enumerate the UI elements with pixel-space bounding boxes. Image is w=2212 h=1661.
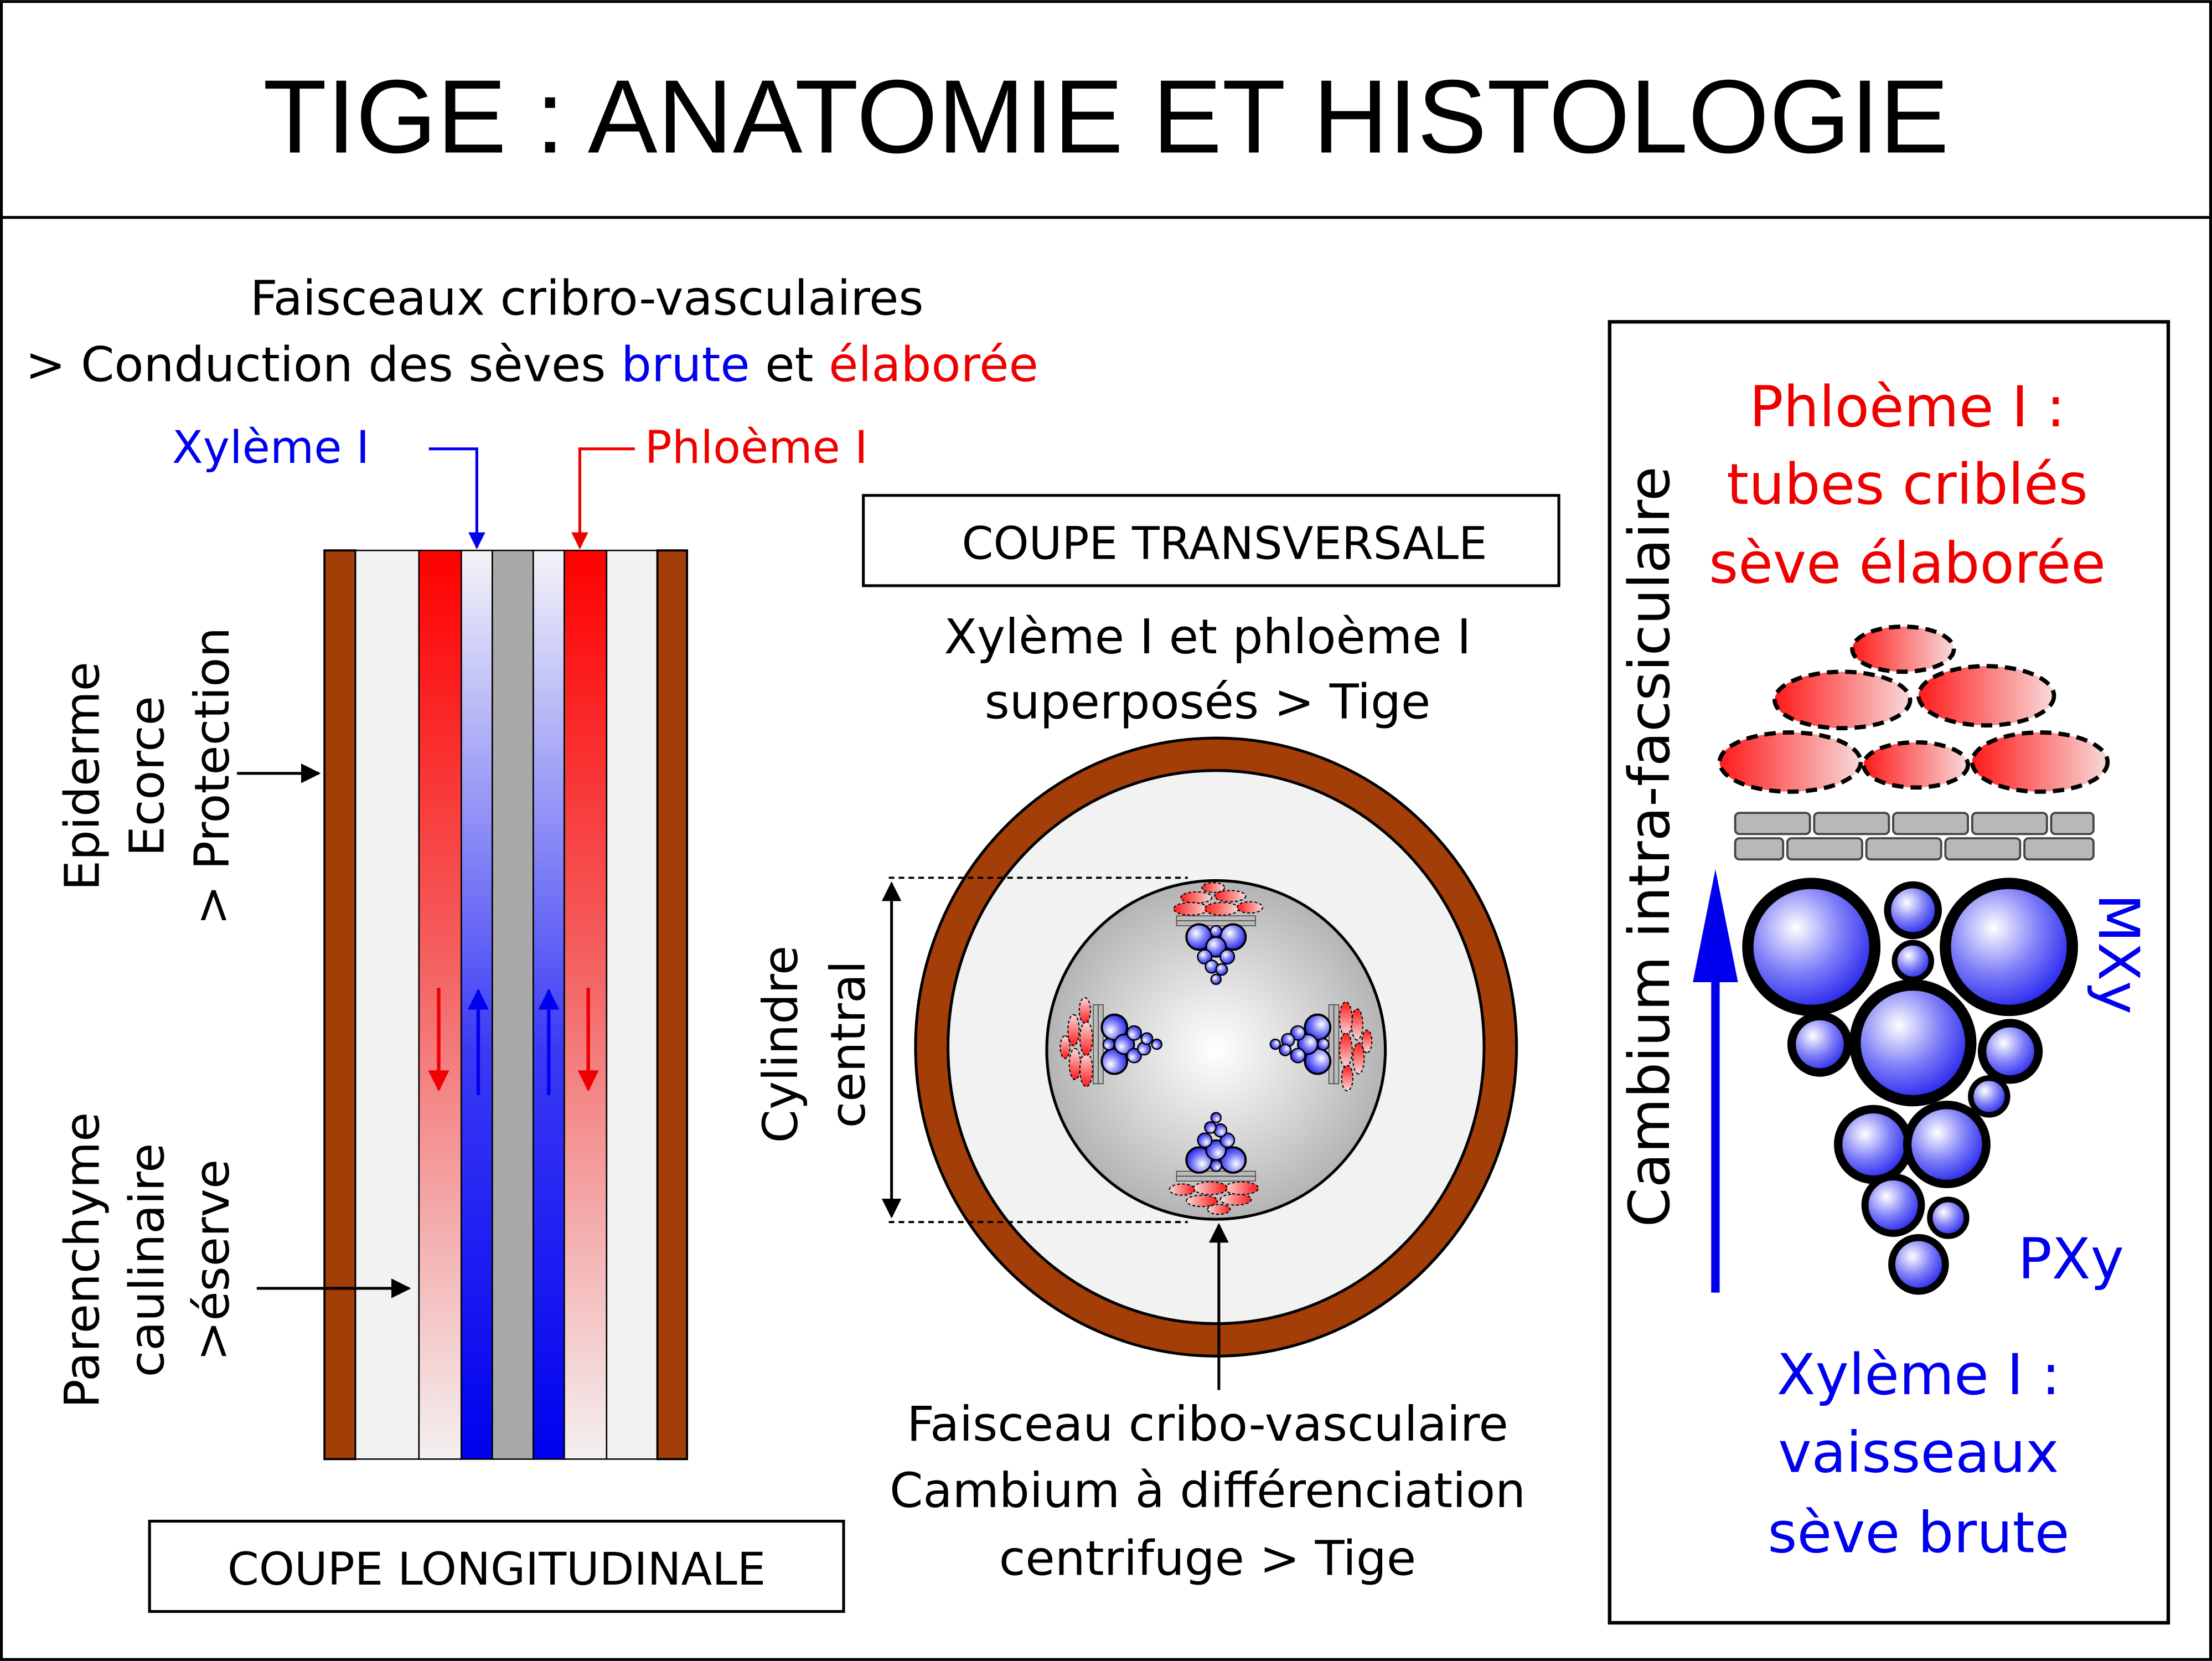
cambium-cell	[1734, 812, 1811, 835]
transversal-box	[862, 494, 1560, 587]
epiderme-line2: Ecorce	[120, 696, 175, 857]
sieve-tube	[1850, 624, 1956, 674]
differentiation-arrow-head	[1693, 869, 1738, 982]
sieve-tube	[1772, 669, 1913, 731]
protoxylem-vessel	[1927, 1196, 1970, 1239]
protoxylem-vessel	[1834, 1105, 1913, 1184]
central-cylinder	[1045, 879, 1387, 1221]
longitudinal-box	[148, 1519, 845, 1613]
epiderme-line3: > Protection	[185, 627, 240, 925]
cambium-cell	[1786, 837, 1863, 861]
bottom-caption-line2: Cambium à différenciation	[890, 1463, 1526, 1519]
xylem-vessel	[1977, 1019, 2043, 1084]
xylem-vessel	[1884, 881, 1942, 940]
metaxylem-vessel	[1742, 878, 1881, 1017]
header-elaboree: élaborée	[829, 337, 1038, 393]
cambium-cell	[1734, 837, 1785, 861]
bottom-caption-line3: centrifuge > Tige	[999, 1531, 1416, 1586]
cylinder-label-line2: central	[821, 961, 876, 1128]
detail-phloem-line3: sève élaborée	[1709, 531, 2106, 597]
parenchyme-left	[354, 549, 420, 1460]
detail-cambium-cells	[1734, 812, 2095, 861]
epiderme-right	[656, 549, 689, 1461]
transversal-caption-line2: superposés > Tige	[985, 674, 1431, 730]
xylem-arrow	[428, 447, 485, 550]
parenchyme-line3: >éserve	[185, 1159, 240, 1361]
page-title: TIGE : ANATOMIE ET HISTOLOGIE	[263, 58, 1949, 174]
xylem-vessel	[1968, 1075, 2011, 1118]
xylem-label: Xylème I	[172, 421, 370, 474]
medulla-strip	[492, 549, 534, 1460]
metaxylem-vessel	[1849, 979, 1977, 1107]
header-line1: Faisceaux cribro-vasculaires	[250, 271, 924, 327]
parenchyme-right	[606, 549, 658, 1460]
sieve-tube	[1970, 730, 2110, 794]
longitudinal-section	[323, 549, 689, 1461]
sieve-tube	[1717, 730, 1863, 794]
protoxylem-vessel	[1888, 1234, 1949, 1295]
cambium-label: Cambium intra-facsiculaire	[1617, 466, 1683, 1227]
protoxylem-vessel	[1861, 1173, 1925, 1237]
detail-xylem-vessels	[1742, 878, 2078, 1295]
detail-phloem-line1: Phloème I :	[1749, 374, 2065, 440]
xylem-vessel	[1787, 1012, 1853, 1077]
detail-xylem-line2: vaisseaux	[1778, 1420, 2059, 1485]
sieve-tube	[1861, 740, 1970, 790]
detail-xylem-line3: sève brute	[1767, 1500, 2069, 1566]
transversal-section	[881, 736, 1518, 1358]
header-brute: brute	[621, 337, 750, 393]
detail-xylem-line1: Xylème I :	[1777, 1342, 2060, 1408]
cambium-cell	[2023, 837, 2095, 861]
cylinder-label-line1: Cylindre	[753, 946, 809, 1143]
cambium-cell	[2050, 812, 2095, 835]
transversal-box-label: COUPE TRANSVERSALE	[962, 517, 1487, 570]
sieve-tube	[1916, 664, 2056, 728]
mxy-label: MXy	[2085, 894, 2151, 1014]
cambium-cell	[1944, 837, 2022, 861]
protoxylem-vessel	[1903, 1101, 1991, 1189]
detail-phloem-cells	[1717, 624, 2110, 794]
bottom-caption-line1: Faisceau cribo-vasculaire	[907, 1397, 1508, 1452]
longitudinal-box-label: COUPE LONGITUDINALE	[228, 1543, 766, 1596]
phloem-strip-right	[564, 549, 608, 1460]
detail-phloem-line2: tubes criblés	[1727, 452, 2088, 518]
phloem-label: Phloème I	[645, 421, 868, 474]
parenchyme-line2: caulinaire	[120, 1143, 175, 1378]
pxy-label: PXy	[2018, 1226, 2124, 1292]
cambium-cell	[1865, 837, 1942, 861]
cambium-cell	[1892, 812, 1970, 835]
cambium-cell	[1971, 812, 2048, 835]
transversal-caption-line1: Xylème I et phloème I	[944, 610, 1471, 665]
header-line2: > Conduction des sèves brute et élaborée	[25, 337, 1038, 393]
epiderme-line1: Epiderme	[55, 662, 110, 891]
phloem-arrow	[571, 447, 635, 550]
cambium-cell	[1813, 812, 1890, 835]
metaxylem-vessel	[1940, 878, 2078, 1017]
xylem-vessel	[1891, 940, 1934, 982]
epiderme-left	[323, 549, 357, 1461]
parenchyme-line1: Parenchyme	[55, 1112, 110, 1409]
